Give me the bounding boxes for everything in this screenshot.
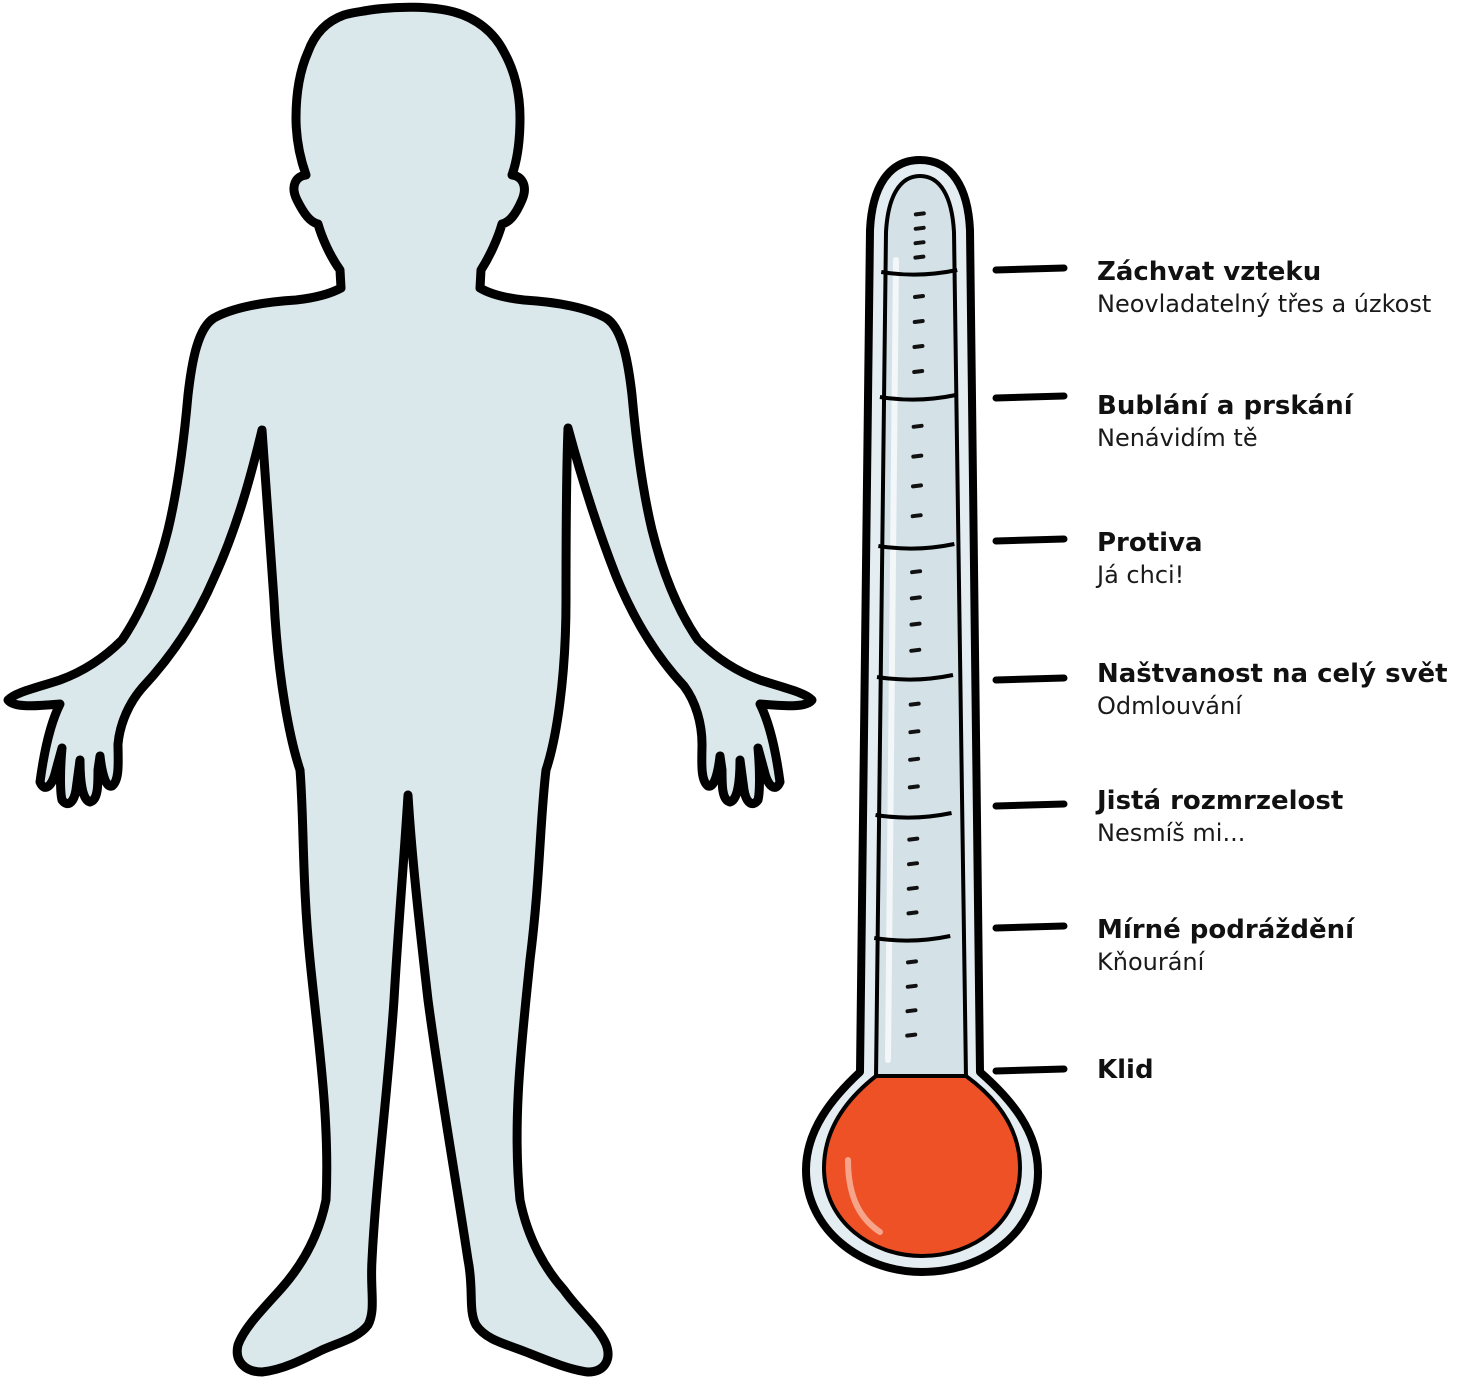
- scale-tick: [914, 426, 922, 427]
- scale-tick: [915, 257, 923, 258]
- level-tantrum: Záchvat vzteku Neovladatelný třes a úzko…: [1097, 256, 1457, 320]
- scale-tick: [914, 346, 922, 347]
- level-title: Jistá rozmrzelost: [1097, 785, 1457, 817]
- level-subtitle: Nesmíš mi...: [1097, 817, 1457, 849]
- level-title: Protiva: [1097, 527, 1457, 559]
- level-indicator-line: [996, 1069, 1064, 1071]
- level-title: Záchvat vzteku: [1097, 256, 1457, 288]
- scale-tick: [912, 597, 920, 598]
- scale-tick: [910, 759, 918, 760]
- level-indicator-line: [996, 678, 1064, 680]
- level-annoying: Protiva Já chci!: [1097, 527, 1457, 591]
- scale-tick: [909, 839, 917, 840]
- level-subtitle: Nenávidím tě: [1097, 422, 1457, 454]
- scale-tick: [915, 296, 923, 297]
- scale-tick: [908, 986, 916, 987]
- scale-tick: [909, 912, 917, 913]
- level-indicator-line: [996, 396, 1064, 398]
- scale-tick: [913, 515, 921, 516]
- level-angry-at-world: Naštvanost na celý svět Odmlouvání: [1097, 658, 1457, 722]
- scale-tick: [914, 371, 922, 372]
- level-bubbling: Bublání a prskání Nenávidím tě: [1097, 390, 1457, 454]
- scale-tick: [907, 1010, 915, 1011]
- thermometer-icon: [806, 160, 1038, 1272]
- level-indicator-line: [996, 926, 1064, 928]
- level-subtitle: Já chci!: [1097, 559, 1457, 591]
- scale-tick: [909, 888, 917, 889]
- scale-tick: [913, 485, 921, 486]
- scale-tick: [915, 321, 923, 322]
- scale-tick: [913, 456, 921, 457]
- scale-tick: [911, 704, 919, 705]
- level-title: Klid: [1097, 1054, 1457, 1086]
- scale-tick: [912, 571, 920, 572]
- scale-tick: [910, 786, 918, 787]
- level-title: Naštvanost na celý svět: [1097, 658, 1457, 690]
- human-silhouette-icon: [8, 7, 812, 1372]
- level-indicator-line: [996, 804, 1064, 806]
- level-subtitle: Neovladatelný třes a úzkost: [1097, 288, 1457, 320]
- thermometer-bulb-liquid: [824, 1076, 1020, 1256]
- level-calm: Klid: [1097, 1054, 1457, 1086]
- level-indicator-lines: [996, 268, 1064, 1071]
- scale-tick: [912, 624, 920, 625]
- level-subtitle: Odmlouvání: [1097, 690, 1457, 722]
- level-subtitle: Kňourání: [1097, 946, 1457, 978]
- scale-tick: [907, 1035, 915, 1036]
- scale-tick: [908, 961, 916, 962]
- scale-tick: [910, 731, 918, 732]
- level-indicator-line: [996, 268, 1064, 270]
- level-grumpiness: Jistá rozmrzelost Nesmíš mi...: [1097, 785, 1457, 849]
- level-mild-irritation: Mírné podráždění Kňourání: [1097, 914, 1457, 978]
- level-title: Bublání a prskání: [1097, 390, 1457, 422]
- scale-tick: [916, 213, 924, 214]
- scale-tick: [916, 242, 924, 243]
- level-indicator-line: [996, 539, 1064, 541]
- scale-tick: [911, 650, 919, 651]
- scale-tick: [909, 863, 917, 864]
- scale-tick: [916, 228, 924, 229]
- level-title: Mírné podráždění: [1097, 914, 1457, 946]
